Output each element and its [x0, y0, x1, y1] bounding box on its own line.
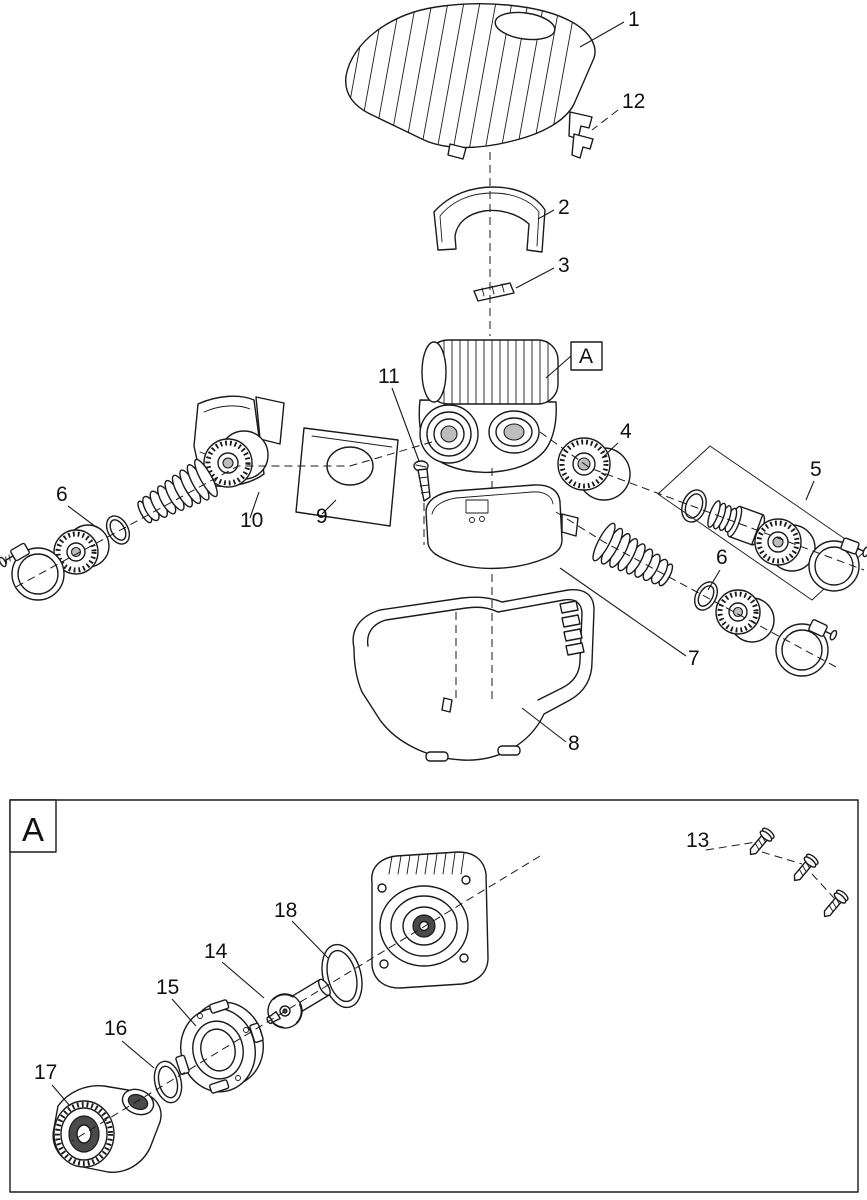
part-label-7: 7	[688, 647, 700, 670]
detail-title-box: A	[9, 799, 57, 853]
callouts: 1 12 2 3 11 4 5 6 10 9 6 7 8 13 18 14 15…	[9, 8, 822, 1107]
part-label-17: 17	[34, 1061, 57, 1084]
part-1-top-cover	[345, 3, 596, 160]
part-label-10: 10	[240, 509, 263, 532]
part-label-8: 8	[568, 732, 580, 755]
part-15-pump-cover	[175, 999, 264, 1094]
part-label-6-left: 6	[56, 483, 68, 506]
part-label-12: 12	[622, 90, 645, 113]
part-12-clips	[568, 111, 594, 159]
part-16-o-ring	[153, 1060, 183, 1104]
part-7-pump-chamber	[425, 484, 579, 570]
part-label-9: 9	[316, 505, 328, 528]
part-label-18: 18	[274, 899, 297, 922]
part-label-13: 13	[686, 829, 709, 852]
part-label-1: 1	[628, 8, 640, 31]
part-6-hose-tail-left	[0, 430, 269, 601]
detail-view-a	[9, 799, 859, 1193]
motor-housing-detail	[371, 851, 489, 989]
part-17-outlet-elbow	[52, 1085, 162, 1173]
part-3-clip	[473, 282, 515, 302]
part-label-5: 5	[810, 458, 822, 481]
part-9-cover-plate	[295, 427, 399, 527]
part-label-15: 15	[156, 976, 179, 999]
part-5-connector-kit	[657, 445, 867, 601]
assembly-axis-lines	[13, 109, 865, 1142]
part-18-o-ring	[321, 943, 363, 1009]
detail-ref-box: A	[570, 341, 603, 371]
part-label-14: 14	[204, 940, 228, 963]
part-label-6-right: 6	[716, 546, 728, 569]
part-label-16: 16	[104, 1017, 127, 1040]
part-label-11: 11	[378, 365, 400, 388]
part-13-screws	[749, 827, 849, 918]
part-label-4: 4	[620, 420, 632, 443]
part-11-screw	[413, 460, 431, 502]
detail-title-label: A	[22, 811, 44, 848]
part-14-impeller	[266, 978, 331, 1029]
part-2-carry-handle	[433, 186, 546, 253]
part-label-2: 2	[558, 196, 570, 219]
pump-unit	[418, 339, 559, 474]
detail-frame	[9, 799, 859, 1193]
detail-ref-label: A	[579, 345, 593, 368]
part-6-hose-tail-right	[592, 522, 838, 677]
part-label-3: 3	[558, 254, 570, 277]
